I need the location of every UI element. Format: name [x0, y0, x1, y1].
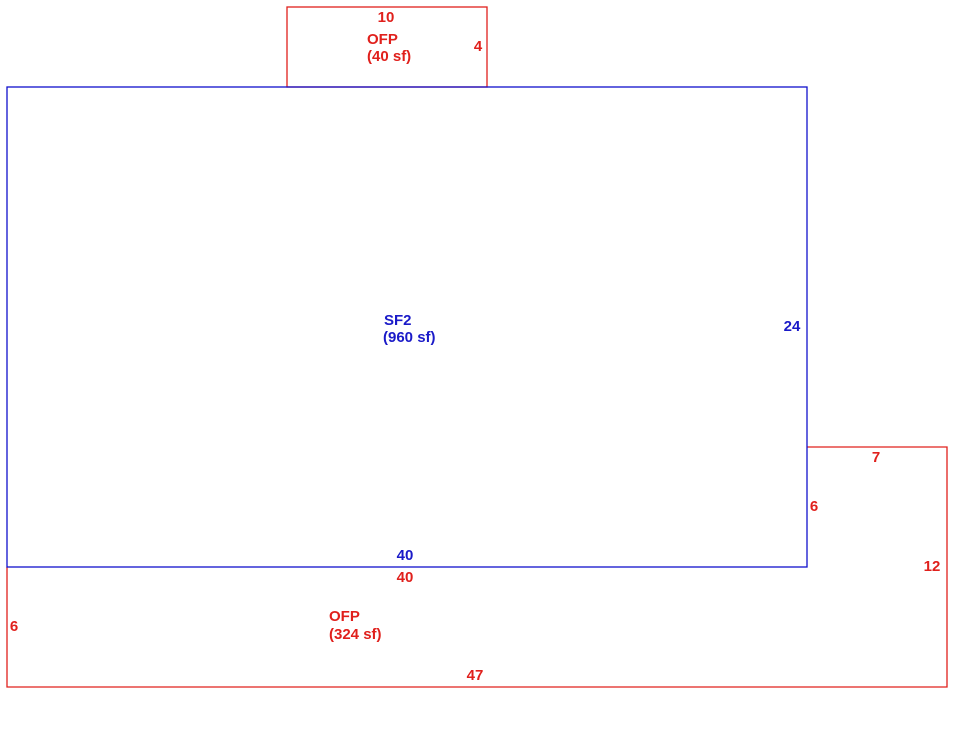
- front-porch-dim-right: 4: [474, 38, 483, 55]
- main-area-code: SF2: [384, 312, 412, 329]
- main-area-outline: [6, 86, 808, 568]
- main-area-dim-bottom: 40: [397, 547, 414, 564]
- rear-porch-dim-top-left: 40: [397, 569, 414, 586]
- rear-porch-code: OFP: [329, 608, 360, 625]
- rear-porch-dim-step-top: 7: [872, 449, 880, 466]
- rear-porch-dim-left: 6: [10, 618, 18, 635]
- main-area-size: (960 sf): [383, 329, 436, 346]
- front-porch-area: (40 sf): [367, 48, 411, 65]
- rear-porch-area: (324 sf): [329, 626, 382, 643]
- rear-porch-outline: [6, 446, 948, 688]
- rear-porch-dim-bottom: 47: [467, 667, 484, 684]
- rear-porch-dim-right: 12: [924, 558, 941, 575]
- front-porch-dim-top: 10: [378, 9, 395, 26]
- rear-porch-dim-step-side: 6: [810, 498, 818, 515]
- front-porch-code: OFP: [367, 31, 398, 48]
- main-area-dim-right: 24: [784, 318, 801, 335]
